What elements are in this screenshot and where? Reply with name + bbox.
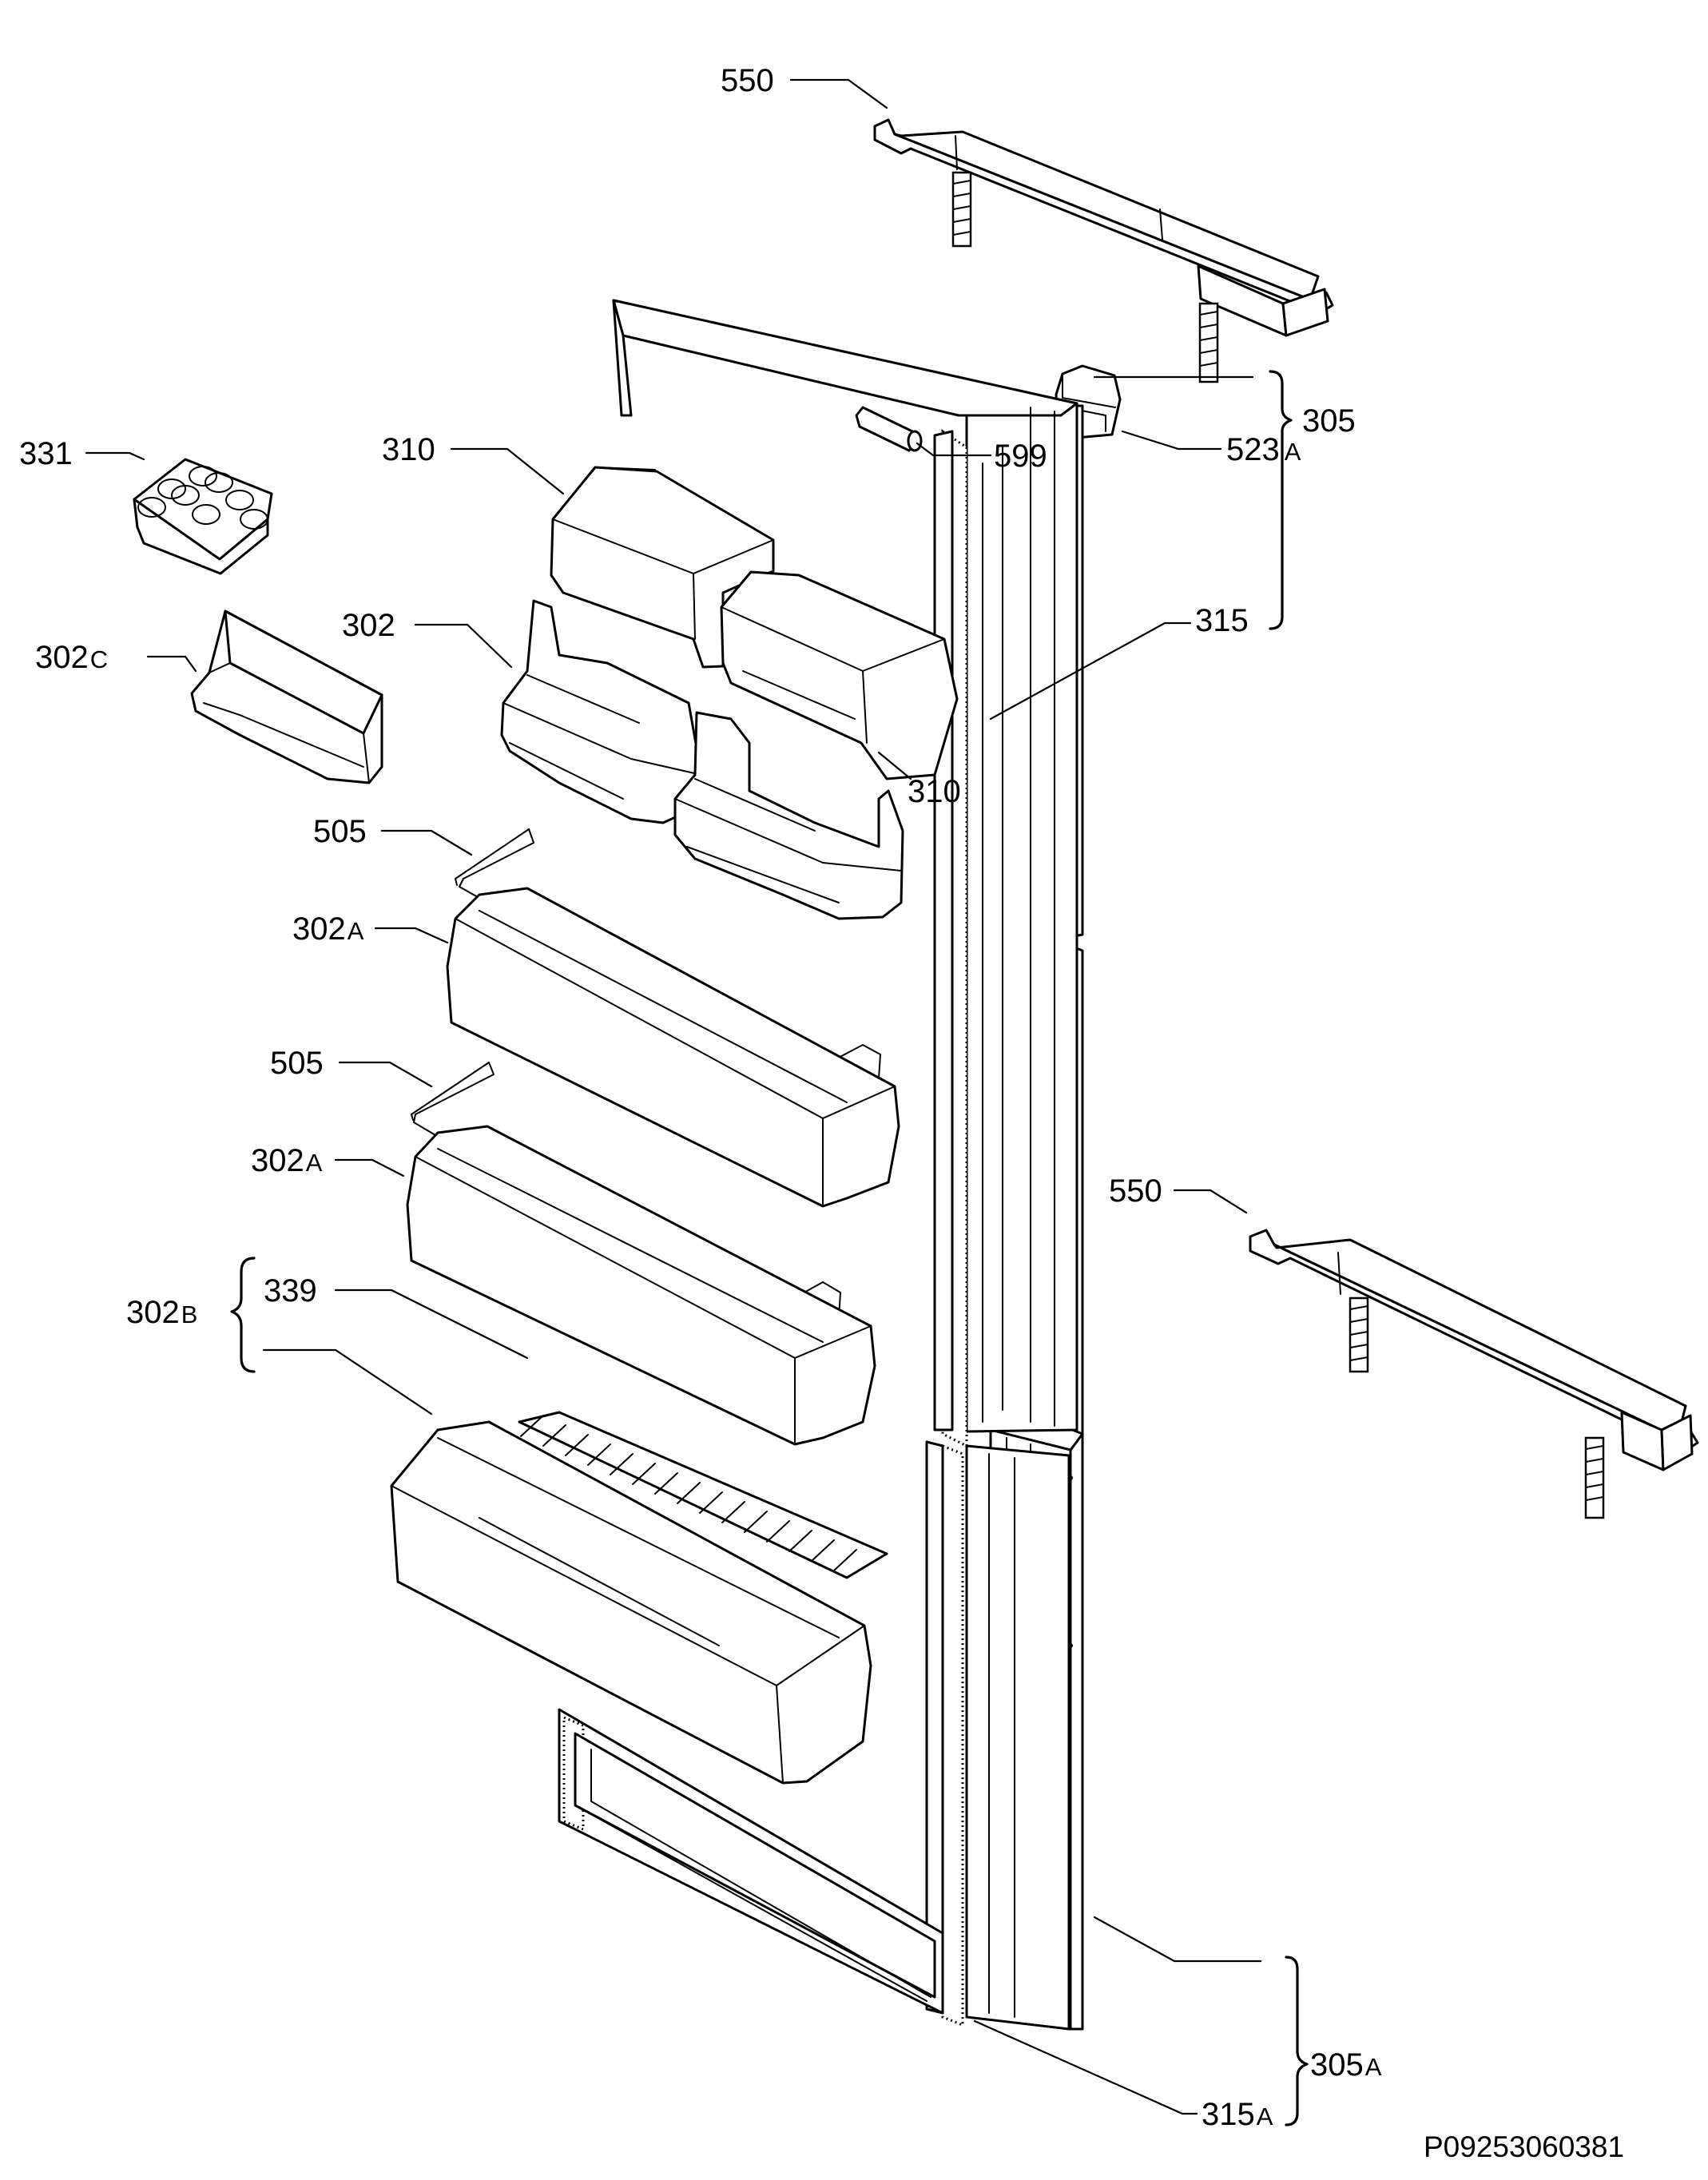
label-550-mid: 550 xyxy=(1109,1173,1162,1209)
slatted-insert-339 xyxy=(518,1411,888,1579)
label-302a-a: 302A xyxy=(292,911,364,947)
label-550-top: 550 xyxy=(721,63,774,98)
leader-lines xyxy=(85,78,1262,2115)
egg-tray-331 xyxy=(133,458,273,575)
small-shelf-302c xyxy=(190,610,383,784)
label-505-a: 505 xyxy=(313,814,367,849)
label-310-mid: 310 xyxy=(908,774,961,809)
door-bin-302a-lower xyxy=(406,1125,876,1446)
hinge-handle-550-top xyxy=(873,118,1334,383)
label-315: 315 xyxy=(1195,603,1249,638)
braces xyxy=(230,370,1309,2126)
label-315a: 315A xyxy=(1202,2097,1273,2132)
label-505-b: 505 xyxy=(270,1046,324,1081)
drawing-code: P09253060381 xyxy=(1424,2130,1624,2163)
upper-door-liner-315 xyxy=(612,299,1078,1448)
label-302a-b: 302A xyxy=(251,1143,323,1178)
label-302b: 302B xyxy=(126,1295,197,1330)
label-310-top: 310 xyxy=(382,432,435,467)
label-331: 331 xyxy=(19,436,73,471)
label-339: 339 xyxy=(264,1273,317,1308)
label-305: 305 xyxy=(1302,403,1356,439)
shelf-302-right xyxy=(673,711,904,920)
hinge-handle-550-mid xyxy=(1249,1229,1699,1519)
spacer-599 xyxy=(855,406,923,452)
label-302c: 302C xyxy=(35,640,108,675)
shelf-302-left xyxy=(500,599,703,824)
label-599: 599 xyxy=(994,439,1047,474)
lower-door-liner-315a xyxy=(558,1440,1070,2031)
cover-310-right xyxy=(720,570,959,780)
large-bin-302b xyxy=(390,1420,872,1785)
door-bin-302a-upper xyxy=(446,887,900,1208)
label-302: 302 xyxy=(342,608,395,643)
label-305a: 305A xyxy=(1310,2047,1382,2083)
